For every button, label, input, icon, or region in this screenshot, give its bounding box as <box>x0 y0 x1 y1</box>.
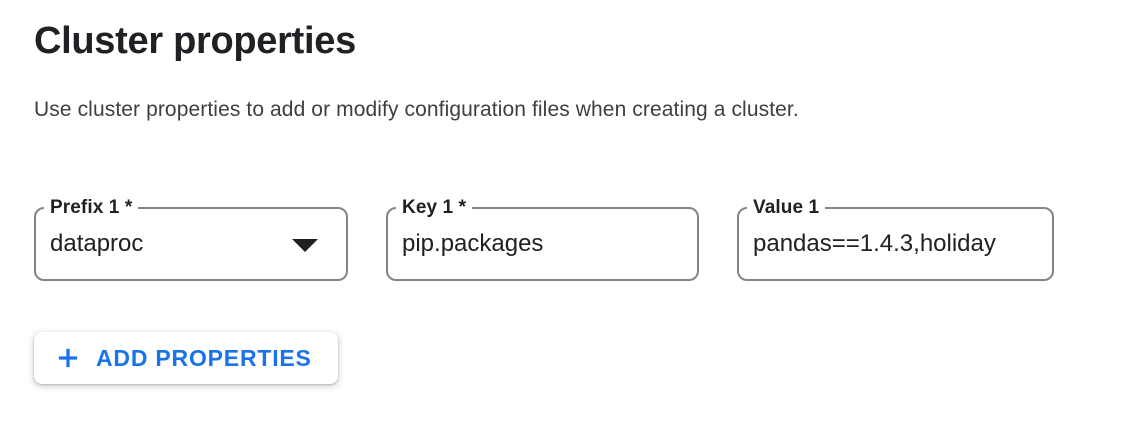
key-field: Key 1 * <box>386 196 699 281</box>
property-row: Prefix 1 * dataproc Key 1 * Value 1 <box>34 196 1088 281</box>
page-description: Use cluster properties to add or modify … <box>34 98 799 121</box>
prefix-select[interactable]: Prefix 1 * dataproc <box>34 196 348 281</box>
value-input[interactable] <box>739 209 1052 279</box>
page-title: Cluster properties <box>34 20 356 62</box>
plus-icon <box>54 344 82 372</box>
dropdown-arrow-icon[interactable] <box>292 239 318 252</box>
prefix-select-label: Prefix 1 * <box>44 196 139 220</box>
prefix-select-value: dataproc <box>50 230 144 257</box>
add-properties-button-label: ADD PROPERTIES <box>96 344 312 371</box>
key-field-label: Key 1 * <box>396 196 473 220</box>
value-field-label: Value 1 <box>747 196 826 220</box>
key-input[interactable] <box>388 209 697 279</box>
cluster-properties-section: Cluster properties Use cluster propertie… <box>0 16 1122 384</box>
value-field: Value 1 <box>737 196 1054 281</box>
add-properties-button[interactable]: ADD PROPERTIES <box>34 332 338 384</box>
